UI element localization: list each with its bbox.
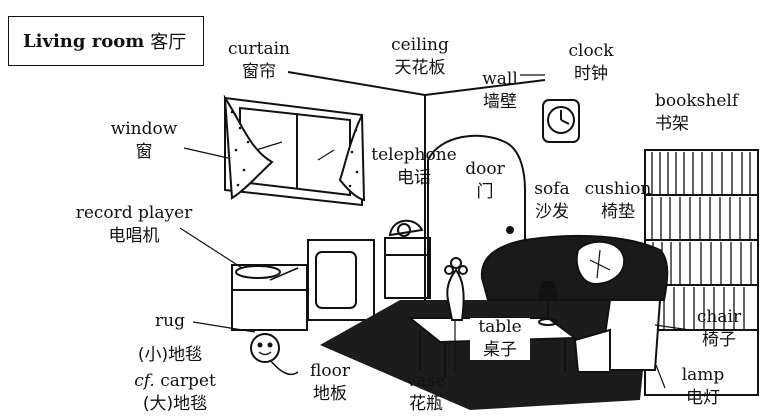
label-bookshelf: bookshelf 书架 xyxy=(655,91,759,134)
label-ceiling-en: ceiling xyxy=(391,35,449,55)
label-carpet-en: carpet xyxy=(160,371,216,391)
label-window-en: window xyxy=(110,119,178,139)
label-ceiling-zh: 天花板 xyxy=(394,57,446,78)
label-lamp-zh: 电灯 xyxy=(686,387,720,408)
label-clock-en: clock xyxy=(568,41,614,61)
clock-drawing xyxy=(542,99,580,143)
label-floor-zh: 地板 xyxy=(313,383,347,404)
room-outline xyxy=(287,71,546,300)
label-wall: wall 墙壁 xyxy=(472,69,528,112)
label-vase-en: vase xyxy=(406,371,446,391)
label-cushion-en: cushion xyxy=(584,179,652,199)
label-wall-en: wall xyxy=(482,69,518,89)
label-sofa: sofa 沙发 xyxy=(524,179,580,222)
label-floor: floor 地板 xyxy=(302,361,358,404)
label-door: door 门 xyxy=(460,159,510,202)
label-rug-en: rug xyxy=(155,311,185,331)
label-chair-en: chair xyxy=(696,307,742,327)
label-window-zh: 窗 xyxy=(135,141,153,162)
label-carpet: cf. carpet (大)地毯 xyxy=(110,371,240,414)
label-door-en: door xyxy=(465,159,505,179)
lamp-drawing xyxy=(536,281,560,326)
label-curtain: curtain 窗帘 xyxy=(222,39,296,82)
label-table-en: table xyxy=(478,317,522,337)
label-record-player: record player 电唱机 xyxy=(64,203,204,246)
label-sofa-zh: 沙发 xyxy=(535,201,569,222)
label-lamp-en: lamp xyxy=(681,365,725,385)
label-telephone-zh: 电话 xyxy=(397,167,431,188)
record-player-drawing xyxy=(231,239,375,331)
door-drawing xyxy=(427,134,526,298)
label-rug-en-block: rug xyxy=(150,311,190,332)
label-vase-zh: 花瓶 xyxy=(409,393,443,414)
label-rug-zh: (小)地毯 xyxy=(137,345,203,365)
label-telephone: telephone 电话 xyxy=(362,145,466,188)
label-table-zh: 桌子 xyxy=(483,339,517,360)
dog-drawing xyxy=(250,333,299,376)
label-record-player-en: record player xyxy=(75,203,193,223)
title-box: Living room 客厅 xyxy=(8,16,204,66)
label-sofa-en: sofa xyxy=(534,179,570,199)
title-chinese: 客厅 xyxy=(150,32,187,53)
sofa-drawing xyxy=(480,234,669,301)
label-vase: vase 花瓶 xyxy=(398,371,454,414)
label-wall-zh: 墙壁 xyxy=(483,91,517,112)
label-rug-zh-block: (小)地毯 xyxy=(110,343,230,366)
leader-lines xyxy=(179,74,691,389)
label-floor-en: floor xyxy=(310,361,350,381)
label-clock-zh: 时钟 xyxy=(574,63,608,84)
label-ceiling: ceiling 天花板 xyxy=(380,35,460,78)
window-drawing xyxy=(223,94,366,207)
label-curtain-en: curtain xyxy=(228,39,290,59)
label-chair-zh: 椅子 xyxy=(702,329,736,350)
label-carpet-zh: (大)地毯 xyxy=(142,393,208,414)
label-bookshelf-en: bookshelf xyxy=(655,91,739,111)
label-chair: chair 椅子 xyxy=(688,307,750,350)
label-cushion-zh: 椅垫 xyxy=(601,201,635,222)
label-record-player-zh: 电唱机 xyxy=(108,225,160,246)
title-english: Living room xyxy=(23,30,145,52)
label-carpet-abbr: cf. xyxy=(134,371,155,391)
vase-drawing xyxy=(444,257,468,321)
label-lamp: lamp 电灯 xyxy=(672,365,734,408)
label-bookshelf-zh: 书架 xyxy=(655,113,689,134)
label-door-zh: 门 xyxy=(476,181,494,202)
label-window: window 窗 xyxy=(100,119,188,162)
chair-drawing xyxy=(573,299,662,373)
label-cushion: cushion 椅垫 xyxy=(578,179,658,222)
telephone-drawing xyxy=(384,219,431,299)
label-clock: clock 时钟 xyxy=(558,41,624,84)
label-table: table 桌子 xyxy=(470,317,530,361)
label-curtain-zh: 窗帘 xyxy=(242,61,276,82)
label-telephone-en: telephone xyxy=(371,145,457,165)
